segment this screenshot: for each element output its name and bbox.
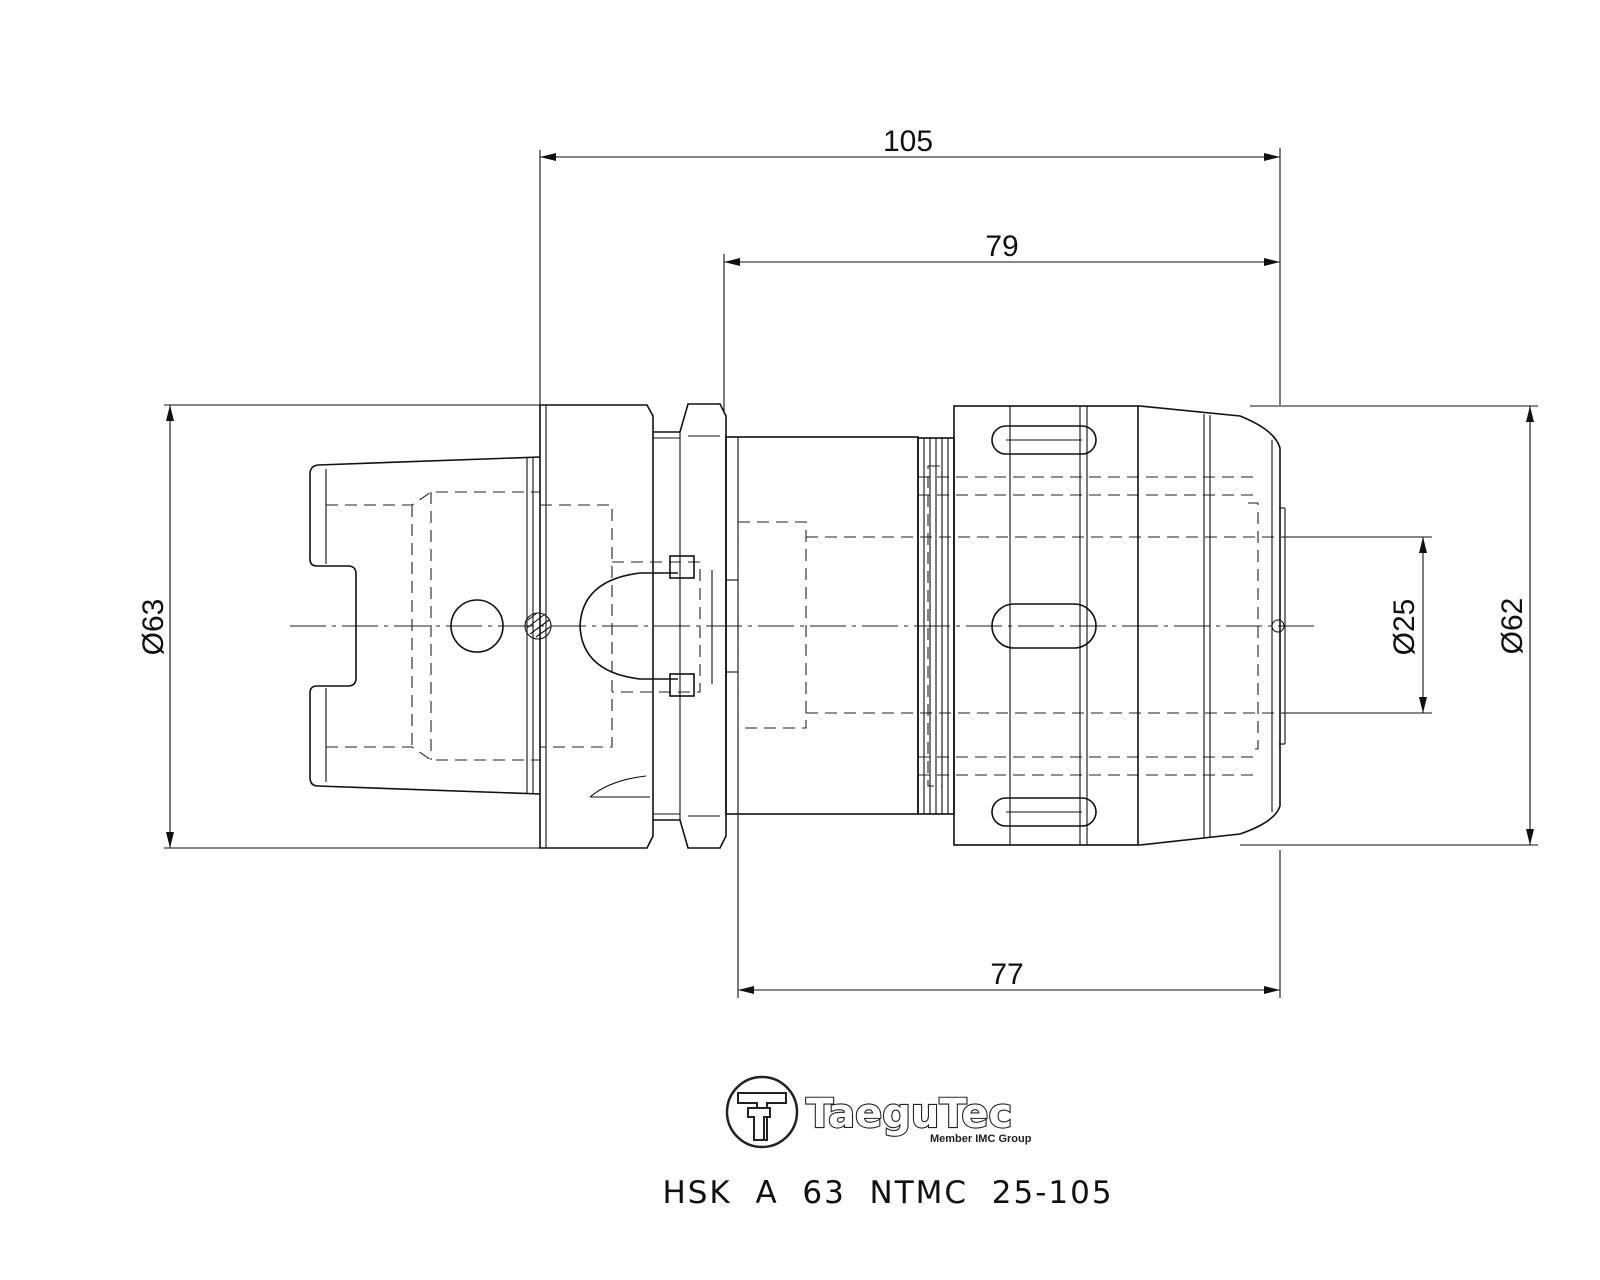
- logo-brand-text: TaeguTec: [806, 1091, 1012, 1137]
- dimension-shank-diameter: Ø63: [137, 404, 540, 849]
- flange: [524, 404, 701, 849]
- taegutec-logo: TaeguTec Member IMC Group: [725, 1075, 1032, 1149]
- wrench-slot-bottom: [991, 797, 1097, 827]
- dimension-overall-length: 105: [539, 125, 1281, 405]
- dimension-gauge-length: 79: [723, 230, 1280, 412]
- dim-label-79: 79: [985, 230, 1018, 263]
- dim-label-d62: Ø62: [1496, 598, 1529, 655]
- wrench-slot-mid: [991, 603, 1097, 649]
- hsk-taper-shank: [309, 456, 541, 795]
- taegutec-emblem-icon: [725, 1075, 799, 1149]
- dim-label-77: 77: [990, 958, 1023, 991]
- nose-cap: [1138, 405, 1286, 846]
- dimension-nose-length: 77: [737, 815, 1281, 998]
- wrench-slot-top: [991, 425, 1097, 455]
- logo-tagline: Member IMC Group: [930, 1133, 1032, 1145]
- part-number: HSK A 63 NTMC 25-105: [662, 1175, 1113, 1211]
- dimension-bore-diameter: Ø25: [1283, 536, 1432, 714]
- dim-label-d63: Ø63: [137, 599, 170, 656]
- cross-hole: [450, 599, 504, 653]
- clamping-nut: [953, 405, 1139, 846]
- dim-label-105: 105: [883, 125, 933, 158]
- dim-label-d25: Ø25: [1388, 599, 1421, 656]
- dimension-body-diameter: Ø62: [1240, 405, 1538, 846]
